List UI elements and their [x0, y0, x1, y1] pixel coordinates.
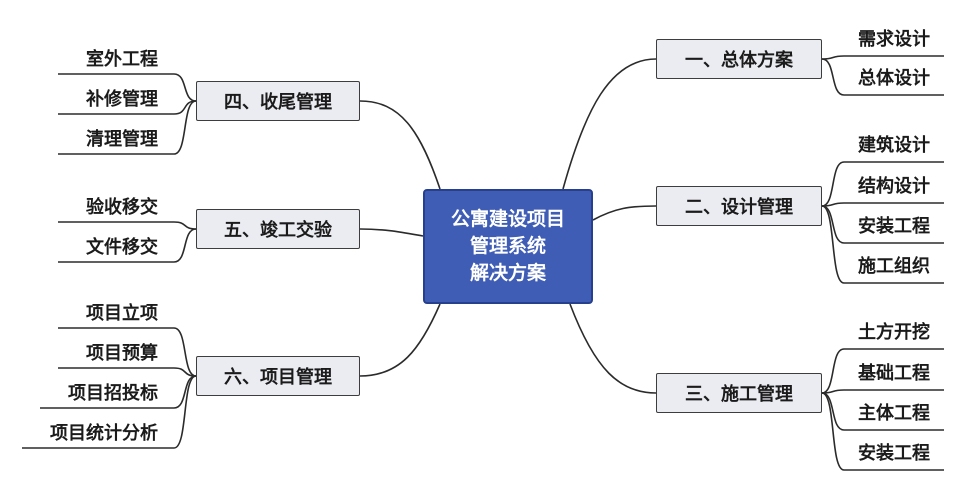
link-branch-2-leaf-2 — [821, 202, 944, 207]
leaf-overall-design[interactable]: 总体设计 — [858, 68, 930, 89]
link-branch-4-leaf-2 — [58, 100, 197, 115]
leaf-cleanup-management[interactable]: 清理管理 — [86, 129, 158, 150]
link-branch-6-leaf-2 — [58, 367, 197, 377]
leaf-project-initiation[interactable]: 项目立项 — [86, 303, 158, 324]
leaf-main-structure-works[interactable]: 主体工程 — [858, 403, 930, 424]
leaf-project-bidding[interactable]: 项目招投标 — [68, 383, 158, 404]
link-center-branch-6 — [359, 303, 441, 377]
leaf-project-statistics[interactable]: 项目统计分析 — [50, 423, 158, 444]
link-branch-1-leaf-1 — [821, 55, 944, 60]
branch-design-management[interactable]: 二、设计管理 — [656, 186, 822, 226]
branch-completion-acceptance[interactable]: 五、竣工交验 — [196, 209, 360, 249]
leaf-structure-design[interactable]: 结构设计 — [858, 176, 930, 197]
link-branch-2-leaf-3 — [821, 205, 944, 244]
leaf-earthwork-excavation[interactable]: 土方开挖 — [858, 322, 930, 343]
link-branch-4-leaf-3 — [58, 100, 197, 155]
leaf-requirement-design[interactable]: 需求设计 — [858, 29, 930, 50]
link-center-branch-3 — [569, 303, 657, 394]
central-topic-line-3: 解决方案 — [469, 262, 546, 284]
link-branch-1-leaf-2 — [821, 58, 944, 96]
link-center-branch-5 — [359, 228, 424, 237]
leaf-installation-works-2[interactable]: 安装工程 — [858, 443, 930, 464]
leaf-outdoor-works[interactable]: 室外工程 — [86, 49, 158, 70]
link-branch-6-leaf-4 — [22, 375, 197, 449]
leaf-construction-organization[interactable]: 施工组织 — [858, 256, 930, 277]
leaf-project-budget[interactable]: 项目预算 — [86, 343, 158, 364]
branch-construction-management[interactable]: 三、施工管理 — [656, 373, 822, 413]
leaf-installation-works-1[interactable]: 安装工程 — [858, 216, 930, 237]
leaf-document-handover[interactable]: 文件移交 — [86, 237, 158, 258]
leaf-repair-management[interactable]: 补修管理 — [86, 89, 158, 110]
link-center-branch-2 — [592, 205, 657, 221]
link-branch-6-leaf-1 — [58, 327, 197, 377]
central-topic-line-1: 公寓建设项目 — [450, 208, 565, 230]
leaf-architecture-design[interactable]: 建筑设计 — [858, 135, 930, 156]
central-topic[interactable]: 公寓建设项目 管理系统 解决方案 — [423, 189, 593, 304]
branch-project-management[interactable]: 六、项目管理 — [196, 356, 360, 396]
link-center-branch-1 — [562, 58, 657, 190]
leaf-acceptance-handover[interactable]: 验收移交 — [86, 197, 158, 218]
branch-overall-plan[interactable]: 一、总体方案 — [656, 39, 822, 79]
link-branch-3-leaf-3 — [821, 392, 944, 431]
link-branch-4-leaf-1 — [58, 73, 197, 102]
link-branch-2-leaf-4 — [821, 205, 944, 284]
leaf-foundation-works[interactable]: 基础工程 — [858, 363, 930, 384]
link-branch-5-leaf-2 — [58, 228, 197, 263]
central-topic-line-2: 管理系统 — [469, 235, 546, 257]
link-branch-2-leaf-1 — [821, 161, 944, 207]
link-branch-5-leaf-1 — [58, 221, 197, 230]
link-branch-3-leaf-2 — [821, 389, 944, 394]
link-branch-3-leaf-4 — [821, 392, 944, 471]
branch-closing-management[interactable]: 四、收尾管理 — [196, 81, 360, 121]
link-branch-3-leaf-1 — [821, 348, 944, 394]
link-center-branch-4 — [359, 100, 441, 190]
